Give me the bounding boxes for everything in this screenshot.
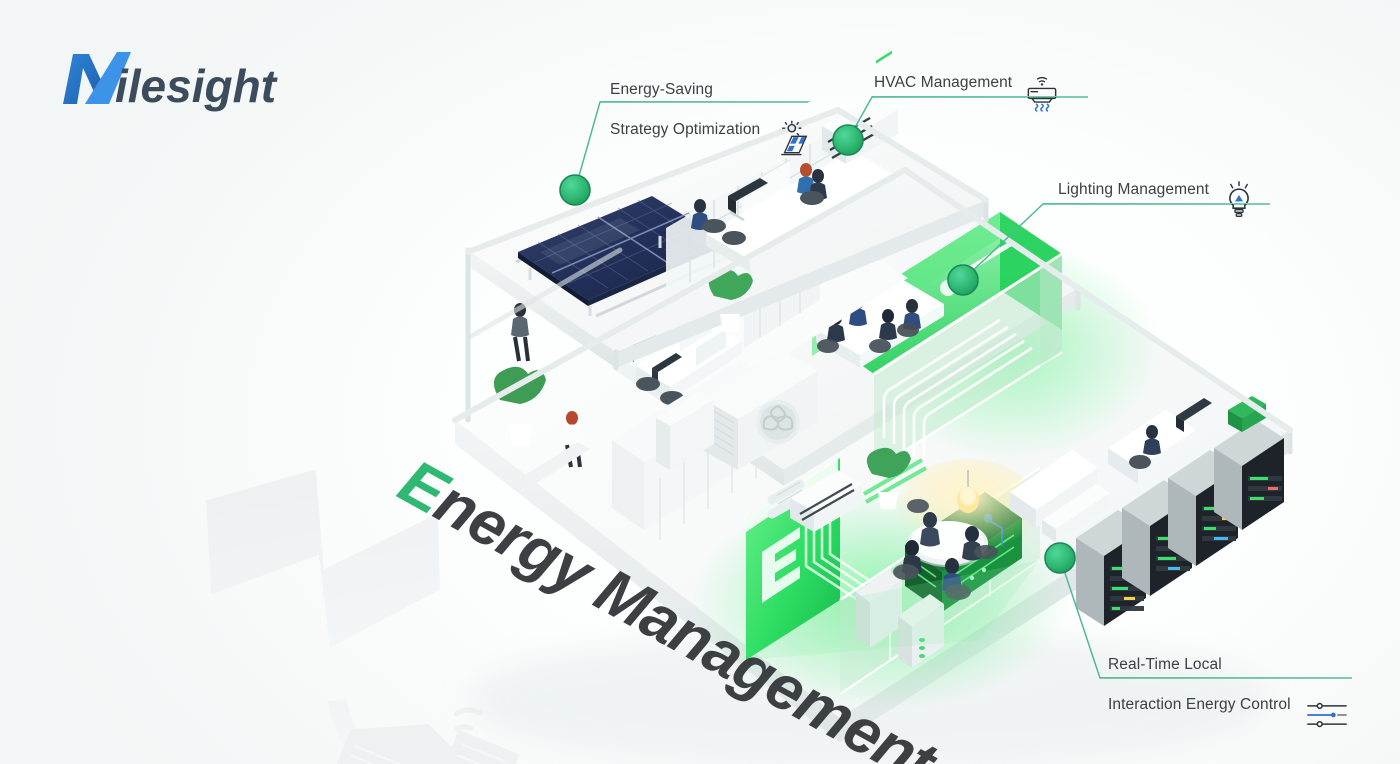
- ground-floor-meeting-room: [893, 398, 1212, 600]
- milesight-logo: ilesight: [63, 52, 278, 112]
- marker-real-time: [1044, 542, 1076, 574]
- solar-panel-icon: [781, 120, 808, 156]
- callout-energy-saving[interactable]: Energy-Saving Strategy Optimization: [610, 60, 810, 160]
- office-workers-meeting: [893, 499, 998, 600]
- green-lit-room: [812, 212, 1063, 472]
- connector-lighting: [962, 203, 1270, 281]
- callout-energy-saving-line1: Energy-Saving: [610, 81, 713, 98]
- marker-lighting: [947, 264, 979, 296]
- callout-lighting-rule: [1043, 203, 1270, 204]
- pendant-lamp: [957, 470, 979, 513]
- callout-lighting-line1: Lighting Management: [1058, 181, 1209, 198]
- callout-hvac-rule: [872, 96, 1088, 97]
- reception-desk: [1010, 450, 1098, 528]
- callout-energy-saving-line2: Strategy Optimization: [610, 121, 761, 138]
- page-title-rest: nergy Management: [423, 466, 946, 764]
- beams: [452, 107, 1293, 433]
- callout-lighting-label: Lighting Management: [1058, 160, 1209, 220]
- server-rack-row: [1062, 396, 1284, 626]
- callout-energy-saving-label: Energy-Saving Strategy Optimization: [610, 60, 760, 160]
- callout-markers: [559, 124, 1076, 574]
- connector-hvac: [847, 96, 1088, 141]
- server-rack: [1214, 420, 1284, 530]
- callout-real-time-local-line1: Real-Time Local: [1108, 656, 1222, 673]
- standing-person: [563, 411, 582, 468]
- callout-energy-saving-rule: [600, 101, 810, 102]
- split-ac-indoor-and-ducts: [767, 447, 927, 532]
- connector-real-time: [1059, 557, 1352, 679]
- workstation-right: [1108, 410, 1196, 484]
- callout-real-time-local-line2: Interaction Energy Control: [1108, 696, 1291, 713]
- potted-plant: [866, 447, 911, 509]
- callout-lighting[interactable]: Lighting Management: [1058, 160, 1259, 220]
- callout-hvac[interactable]: HVAC Management: [874, 53, 1062, 113]
- callout-real-time-local[interactable]: Real-Time Local Interaction Energy Contr…: [1108, 635, 1353, 735]
- page-title: Energy Management: [388, 447, 946, 764]
- callout-hvac-line1: HVAC Management: [874, 74, 1013, 91]
- callout-hvac-label: HVAC Management: [874, 53, 1012, 113]
- callout-real-time-local-rule: [1100, 677, 1352, 678]
- marker-hvac: [832, 124, 864, 156]
- connector-energy-saving: [574, 101, 808, 191]
- battery-cabinets: [856, 50, 902, 648]
- callout-connectors: [574, 96, 1352, 679]
- lightbulb-icon: [1229, 181, 1249, 218]
- potted-plant: [708, 269, 753, 332]
- rooftop-office: [665, 96, 898, 332]
- outdoor-condenser-unit: [656, 350, 818, 470]
- callout-real-time-local-label: Real-Time Local Interaction Energy Contr…: [1108, 635, 1291, 735]
- marker-energy-saving: [559, 174, 591, 206]
- logo-wordmark: ilesight: [115, 60, 278, 112]
- air-conditioner-icon: [1027, 76, 1057, 112]
- office-workers-rooftop: [691, 163, 827, 245]
- split-ac-indoor-ground: [1042, 484, 1110, 542]
- sliders-icon: [1306, 702, 1347, 728]
- structural-columns: [465, 197, 1293, 455]
